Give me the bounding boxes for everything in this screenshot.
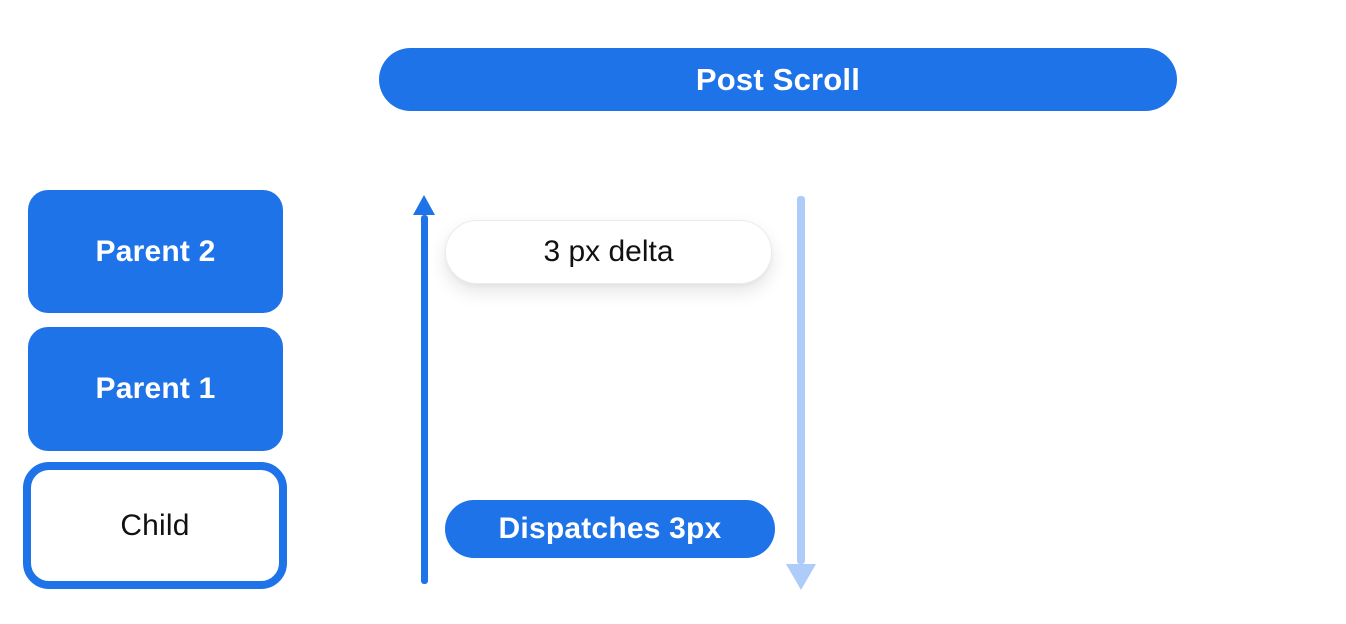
arrow-up-head	[413, 195, 435, 215]
box-parent-2-label: Parent 2	[95, 234, 216, 268]
arrow-down-shaft	[797, 196, 805, 564]
box-child: Child	[23, 462, 287, 589]
arrow-down-icon	[786, 196, 816, 590]
delta-pill: 3 px delta	[445, 220, 772, 284]
post-scroll-pill: Post Scroll	[379, 48, 1177, 111]
arrow-up-icon	[413, 195, 435, 584]
dispatches-pill-label: Dispatches 3px	[498, 512, 722, 545]
arrow-down-head	[786, 564, 816, 590]
box-parent-2: Parent 2	[28, 190, 283, 313]
box-parent-1: Parent 1	[28, 327, 283, 451]
dispatches-pill: Dispatches 3px	[445, 500, 775, 558]
box-child-label: Child	[120, 508, 190, 542]
arrow-up-shaft	[420, 215, 428, 584]
delta-pill-label: 3 px delta	[543, 235, 674, 268]
post-scroll-label: Post Scroll	[695, 61, 861, 97]
box-parent-1-label: Parent 1	[95, 372, 216, 405]
